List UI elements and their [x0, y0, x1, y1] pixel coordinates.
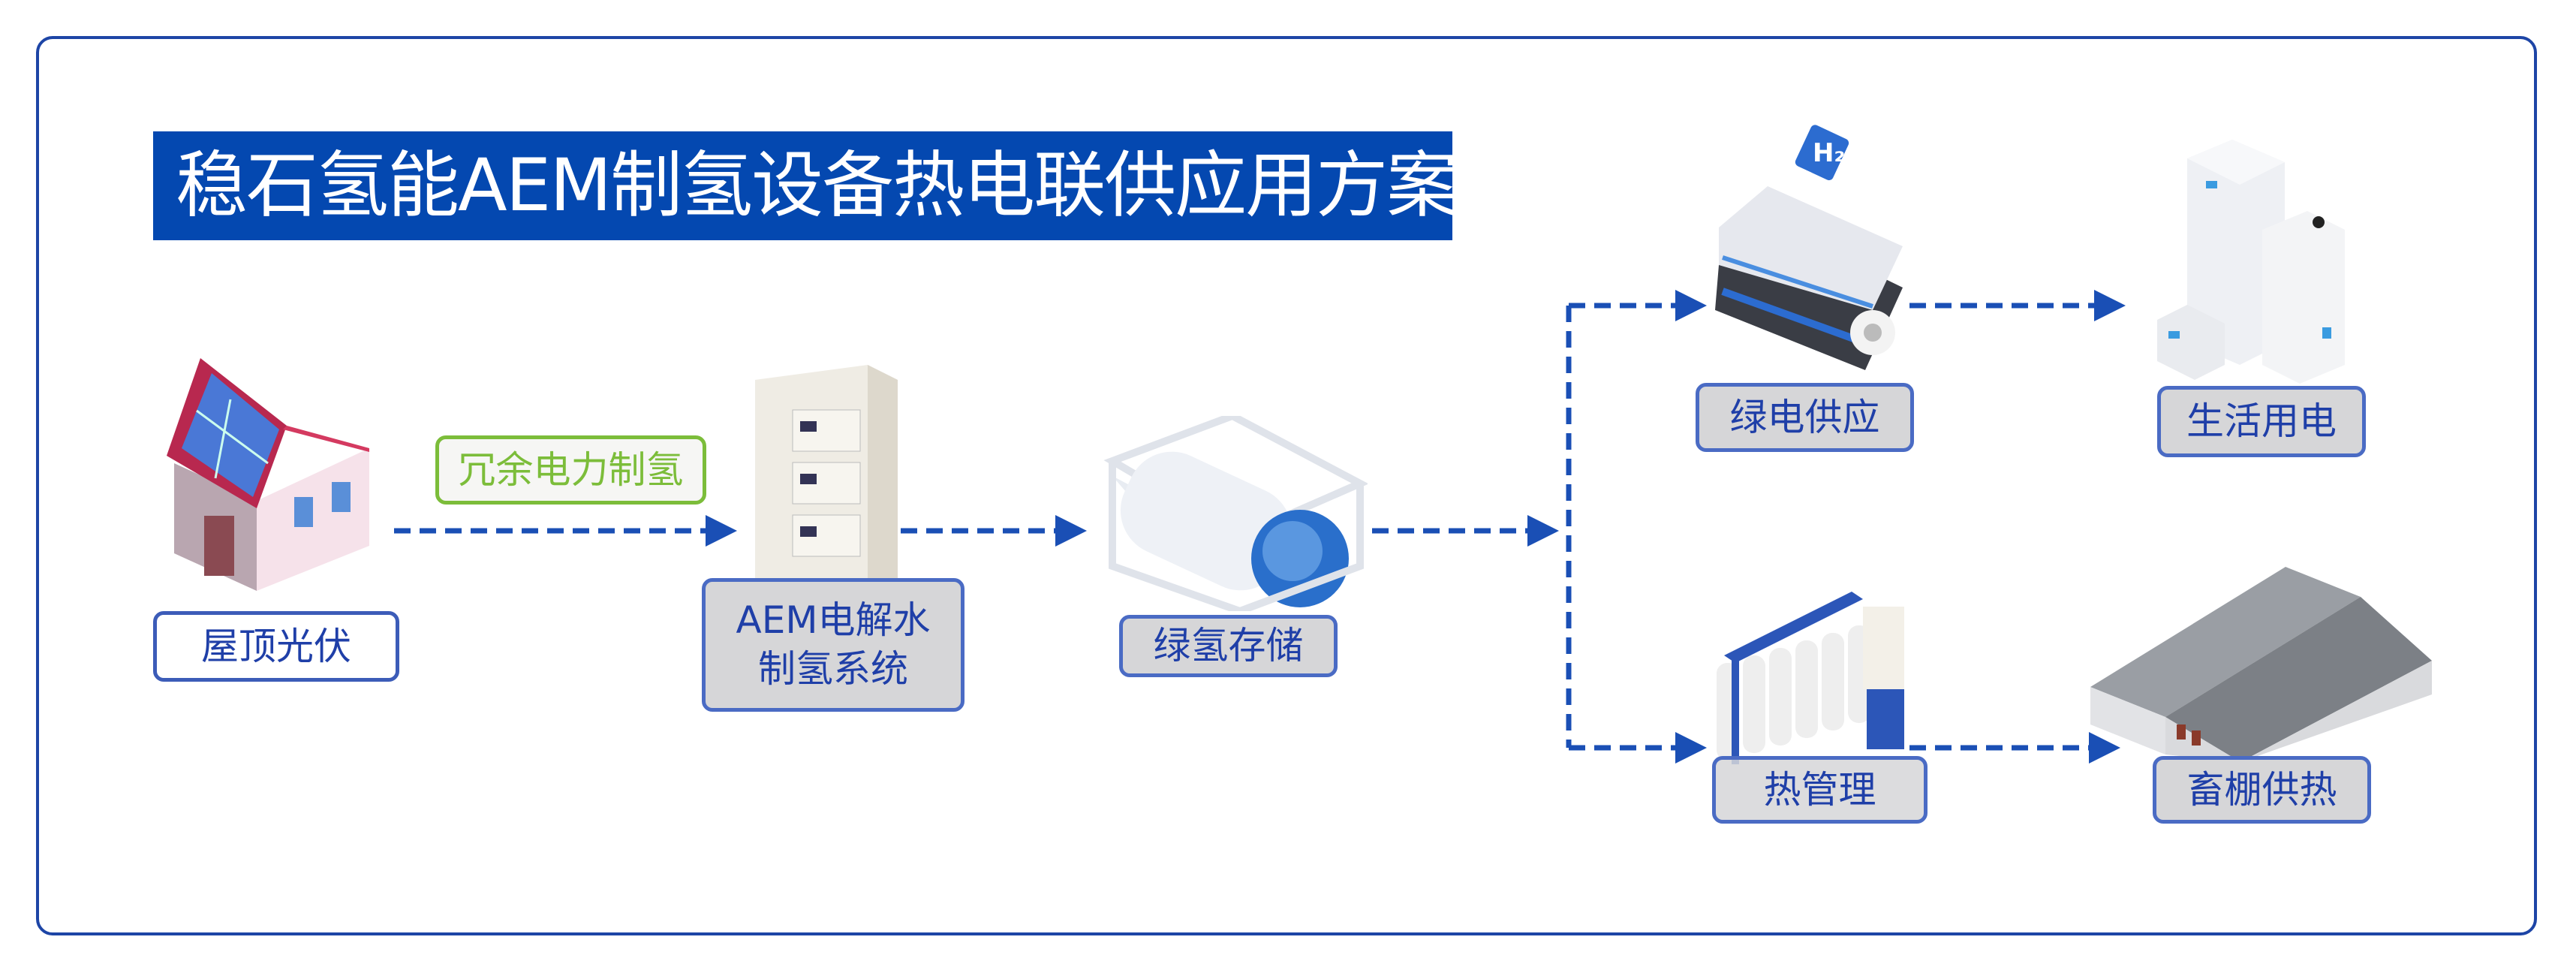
page-title: 稳石氢能AEM制氢设备热电联供应用方案 — [153, 131, 1458, 240]
heat-management-unit-icon — [1717, 592, 1904, 764]
node-rooftop-pv: 屋顶光伏 — [153, 611, 399, 682]
solar-house-icon — [167, 358, 369, 591]
node-electrolyzer: AEM电解水 制氢系统 — [702, 578, 964, 712]
home-appliances-icon — [2157, 140, 2345, 384]
node-green-power: 绿电供应 — [1696, 383, 1914, 452]
livestock-barn-icon — [2090, 567, 2432, 762]
fuel-cell-engine-icon: H₂ — [1715, 125, 1903, 370]
electrolyzer-cabinet-icon — [755, 365, 898, 602]
node-barn-heating: 畜棚供热 — [2153, 756, 2371, 824]
electrolyzer-line-2: 制氢系统 — [758, 647, 908, 691]
label-surplus-power: 冗余电力制氢 — [435, 435, 706, 505]
hydrogen-tank-icon — [1103, 416, 1368, 611]
node-domestic-power: 生活用电 — [2157, 386, 2366, 457]
h2-icon: H₂ — [1795, 125, 1849, 181]
electrolyzer-line-1: AEM电解水 — [736, 598, 931, 642]
node-thermal-mgmt: 热管理 — [1712, 756, 1927, 824]
svg-text:H₂: H₂ — [1813, 138, 1845, 168]
node-h2-storage: 绿氢存储 — [1119, 615, 1338, 677]
diagram-frame — [36, 36, 2537, 935]
